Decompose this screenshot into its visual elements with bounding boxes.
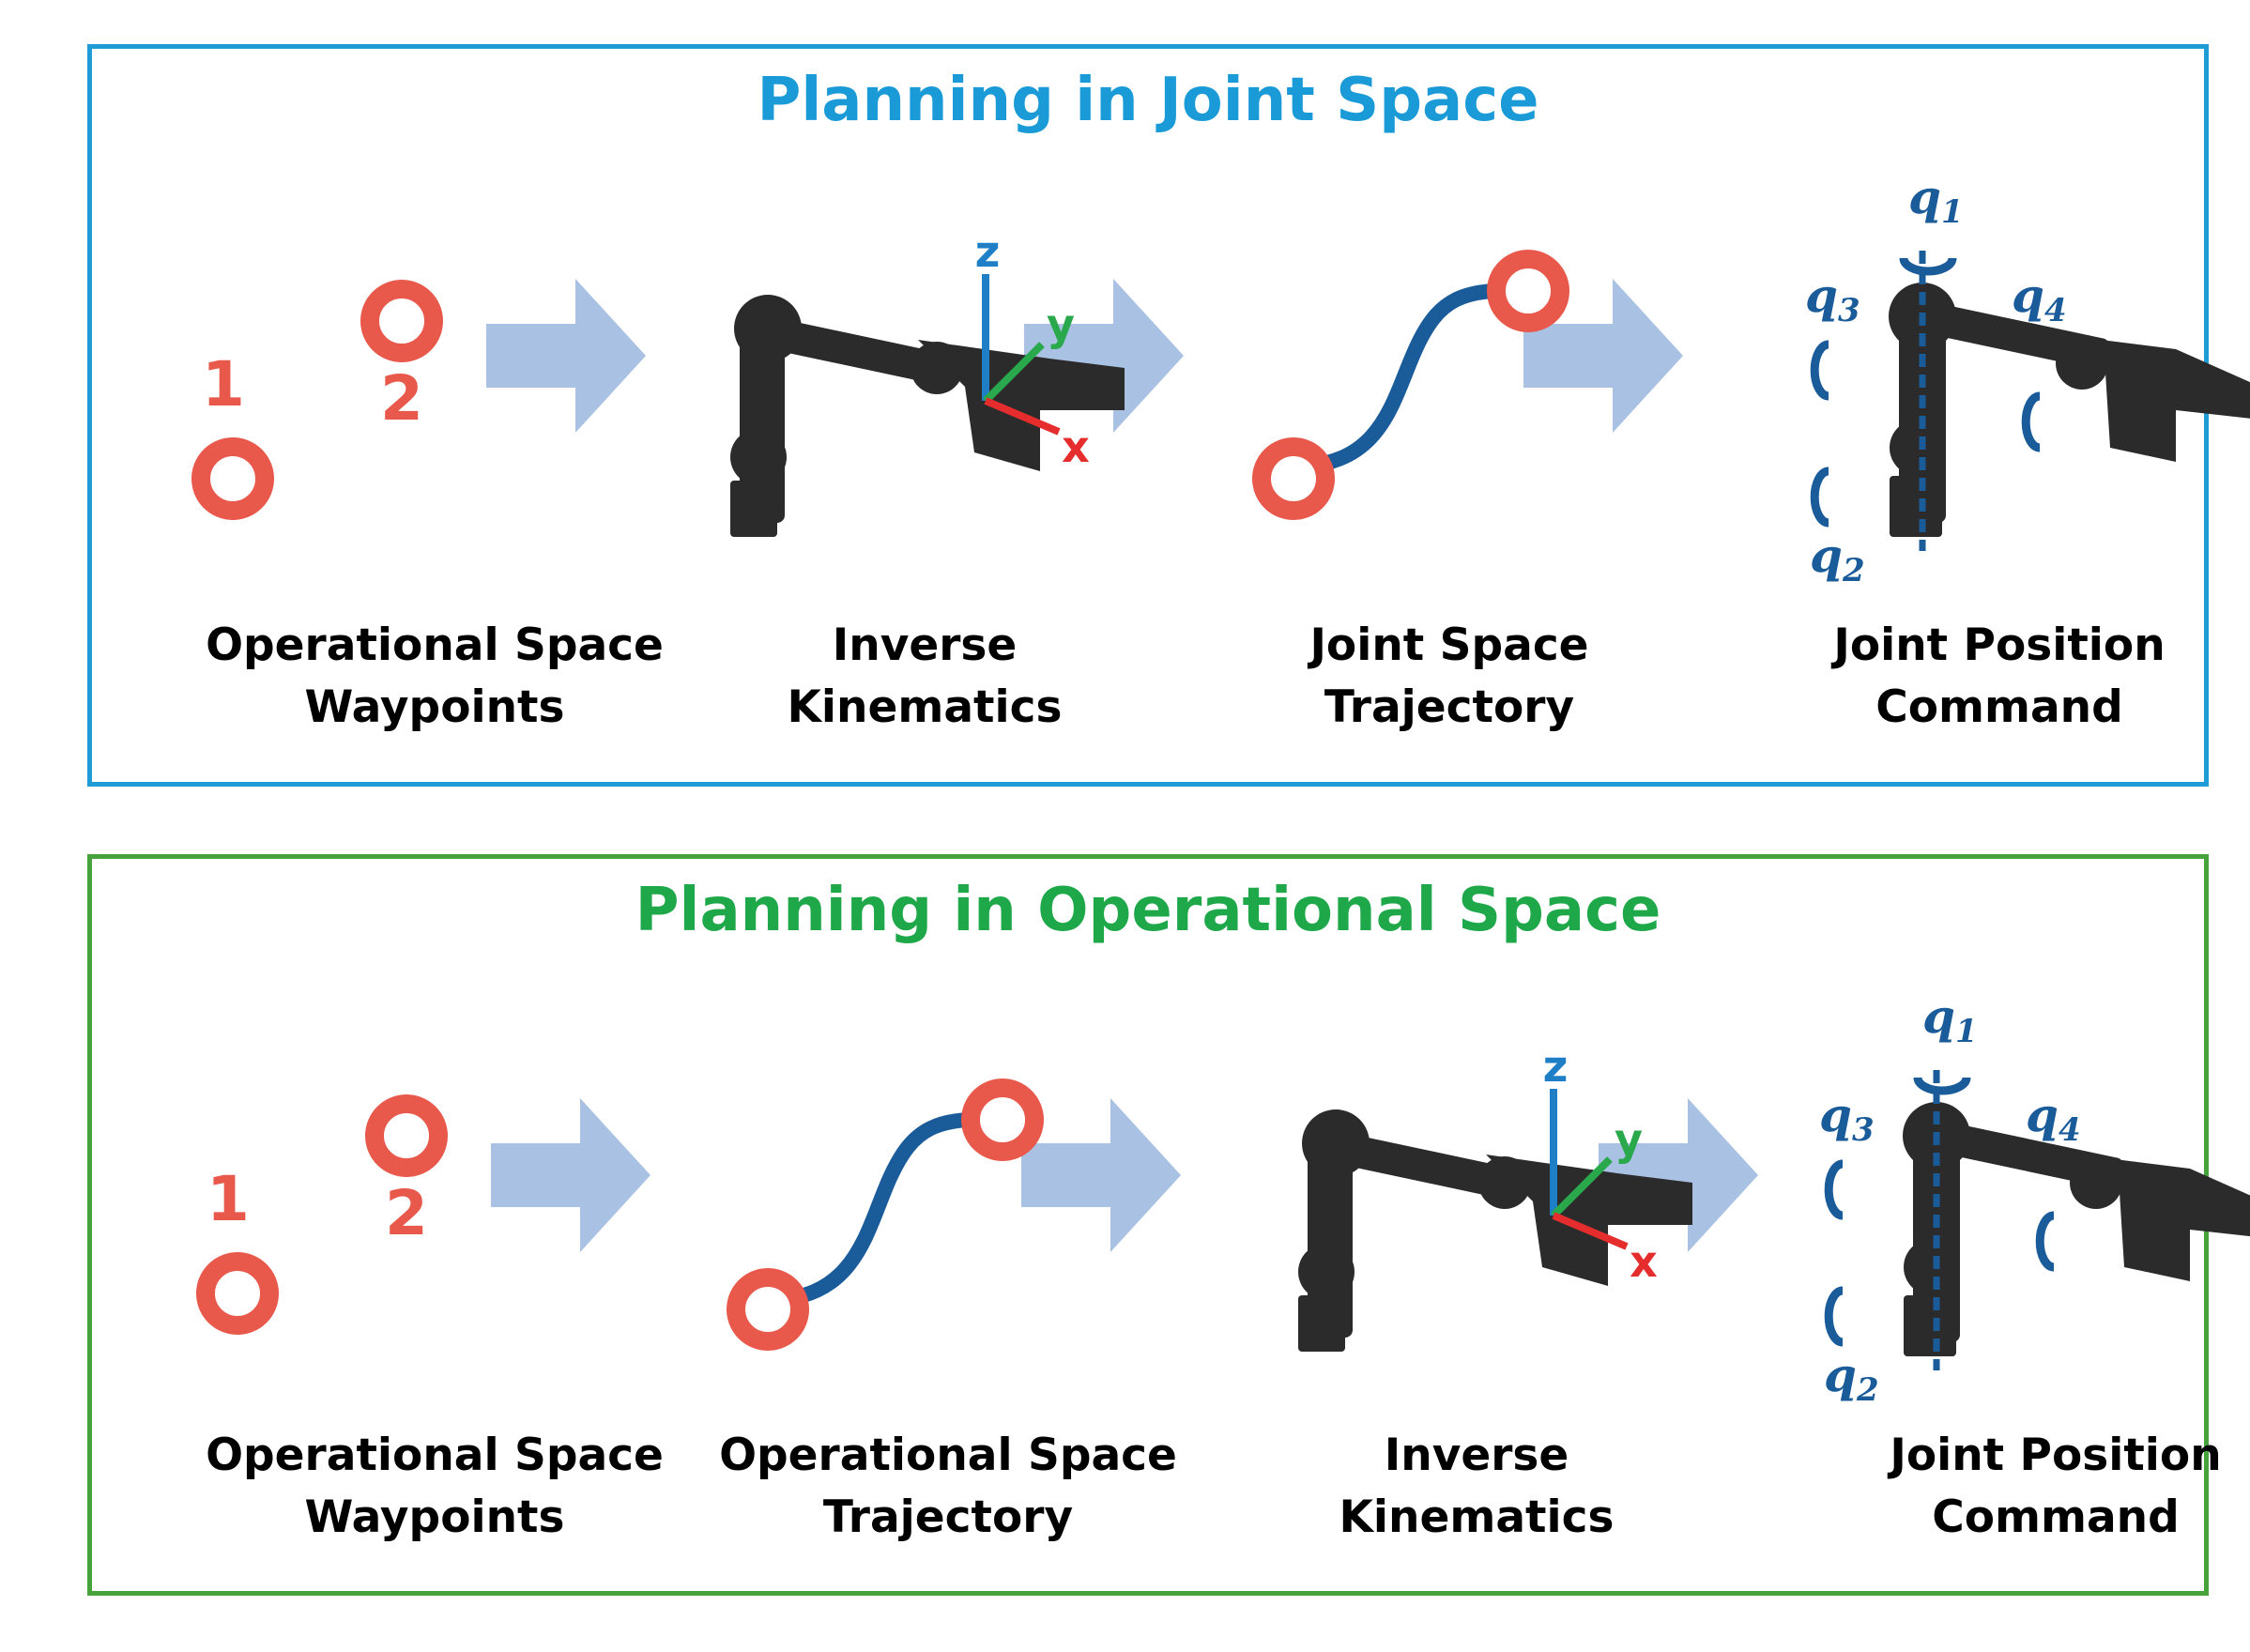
flow-arrow-icon	[491, 1098, 651, 1252]
robot-arm-with-joints-icon: q1 q3 q4 q2	[1819, 988, 2250, 1409]
trajectory-curve-icon	[727, 1078, 1044, 1351]
joint-rotation-icon	[1810, 340, 1829, 401]
flow-arrow-icon	[486, 279, 646, 433]
joint-label-q4: q4	[2012, 268, 2067, 329]
robot-arm-icon	[730, 295, 1125, 537]
joint-label-q4: q4	[2026, 1087, 2081, 1149]
joint-label-q2: q2	[1824, 1347, 1879, 1409]
robot-arm-with-joints-icon: q1 q3 q4 q2	[1805, 169, 2250, 589]
waypoint-marker	[1252, 437, 1335, 520]
waypoints-icon: 1 2	[196, 1094, 448, 1335]
robot-arm-with-frame-icon: z y x	[1298, 1041, 1692, 1352]
waypoint-marker	[360, 280, 443, 362]
joint-label-q2: q2	[1810, 528, 1865, 589]
joint-rotation-icon	[1899, 257, 1957, 276]
panel-operational-space: Planning in Operational Space Operationa…	[87, 854, 2250, 1596]
frame-label-y: y	[1047, 299, 1075, 350]
flow-arrow-icon	[1021, 1098, 1181, 1252]
frame-axis-x	[1552, 1212, 1629, 1250]
panel-title: Planning in Operational Space	[635, 876, 1661, 945]
waypoint-marker	[365, 1094, 448, 1177]
waypoint-marker	[727, 1268, 809, 1351]
trajectory-curve-icon	[1252, 250, 1569, 520]
joint-label-q3: q3	[1819, 1087, 1875, 1149]
joint-rotation-icon	[2021, 391, 2041, 452]
waypoint-marker	[196, 1252, 279, 1335]
panel-joint-space: Planning in Joint Space Operational Spac…	[87, 44, 2250, 787]
robot-arm-icon	[1903, 1102, 2250, 1356]
joint-rotation-icon	[1913, 1077, 1971, 1095]
frame-axis-y	[1551, 1156, 1613, 1218]
waypoint-label-2: 2	[380, 362, 423, 435]
joint-rotation-icon	[1824, 1159, 1844, 1220]
robot-arm-icon	[1298, 1109, 1692, 1352]
robot-arm-with-frame-icon: z y x	[730, 226, 1125, 537]
panel-title: Planning in Joint Space	[757, 66, 1539, 135]
joint-label-q1: q1	[1908, 169, 1964, 231]
frame-label-x: x	[1062, 421, 1090, 472]
joint-label-q1: q1	[1922, 988, 1978, 1050]
frame-label-y: y	[1615, 1114, 1643, 1165]
frame-label-z: z	[1543, 1041, 1569, 1092]
waypoint-marker	[961, 1078, 1044, 1161]
robot-arm-icon	[1889, 283, 2250, 537]
trajectory-curve	[760, 1111, 1010, 1308]
joint-label-q3: q3	[1805, 268, 1860, 329]
frame-label-z: z	[975, 226, 1001, 277]
waypoint-label-1: 1	[202, 348, 245, 421]
frame-label-x: x	[1630, 1236, 1658, 1287]
waypoint-label-1: 1	[207, 1163, 250, 1235]
waypoint-marker	[1487, 250, 1569, 332]
waypoint-marker	[191, 437, 274, 520]
waypoint-label-2: 2	[385, 1177, 428, 1249]
frame-axis-y	[983, 342, 1045, 404]
joint-rotation-icon	[1824, 1286, 1844, 1347]
frame-axis-x	[984, 397, 1061, 436]
flow-arrow-icon	[1599, 1098, 1758, 1252]
flow-arrow-icon	[1024, 279, 1184, 433]
trajectory-curve	[1286, 283, 1536, 474]
waypoints-icon: 1 2	[191, 280, 443, 520]
joint-rotation-icon	[2035, 1211, 2055, 1272]
flow-arrow-icon	[1523, 279, 1683, 433]
joint-rotation-icon	[1810, 467, 1829, 528]
